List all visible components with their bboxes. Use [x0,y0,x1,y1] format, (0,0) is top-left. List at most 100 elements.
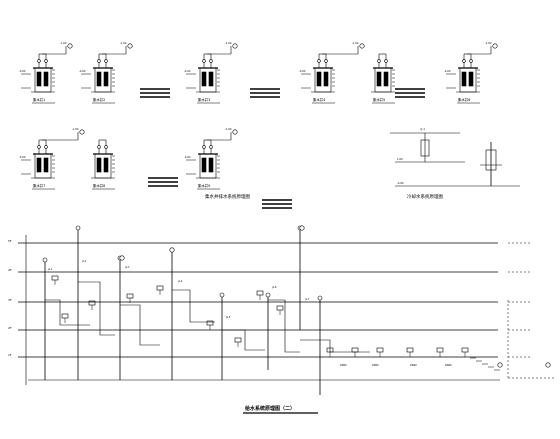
fixture-icon [51,275,59,281]
level-label: -4.60 [299,69,306,73]
riser-top-icon [265,292,271,298]
check-valve-icon [97,59,101,63]
pump-well-6-pump [36,157,42,173]
level-label: -4.60 [444,69,451,73]
check-valve-icon [104,145,108,149]
level-label: -4.60 [19,69,26,73]
level-label: -1.60 [352,41,359,45]
cleanout-icon [79,129,85,135]
well-label: 集水井4 [313,97,325,102]
level-label: -4.60 [19,155,26,159]
pipe-label: DN50 [372,364,379,367]
pump-well-5-pump [461,71,467,87]
pipe-label: JL-6 [271,286,277,289]
check-valve-icon [209,59,213,63]
check-valve-icon [384,59,388,63]
level-label: -1.60 [225,41,232,45]
branch-pipe-7 [300,339,370,353]
pump-well-3-pump [201,71,207,87]
sump-notes [140,88,425,209]
check-valve-icon [469,59,473,63]
branch-pipe-3 [120,304,160,346]
level-label: -4.60 [79,69,86,73]
level-label: 1.60 [397,157,403,161]
pipe-label: 冷-1 [420,127,425,131]
main-system-diagram: 5F4F3F2F1FJL-1JL-2JL-3JL-4JL-5JL-6JL-7DN… [8,225,555,395]
level-label: -4.60 [184,155,191,159]
well-label: 集水井5 [373,97,385,102]
check-valve-icon [37,145,41,149]
fixture-icon [234,337,242,343]
check-valve-icon [462,59,466,63]
pump-well-3-pump [208,71,214,87]
pump-well-1-pump [36,71,42,87]
pump-well-6-pump [96,157,102,173]
well-label: 集水井3 [198,97,210,102]
pump-well-2-pump [96,71,102,87]
pump-well-4-pump [383,71,389,87]
pump-well-6-pump [43,157,49,173]
floor-label: 3F [8,298,12,302]
fixture-icon [276,305,284,311]
branch-pipe-4 [172,289,215,323]
pipe-label: DN40 [445,364,452,367]
cooling-detail: 1.60-4.60冷-1 [390,127,520,187]
well-label: 集水井7 [33,183,45,188]
fixture-icon [461,347,469,353]
check-valve-icon [44,145,48,149]
pump-well-7-pump [208,157,214,173]
riser-top-icon [42,257,48,263]
pump-well-1-pump [43,71,49,87]
riser-top-icon [75,225,81,231]
check-valve-icon [104,59,108,63]
pipe-label: DN50 [340,364,347,367]
well-label: 集水井6 [458,97,470,102]
check-valve-icon [97,145,101,149]
branch-pipe-2 [78,281,115,336]
pump-well-7-pump [201,157,207,173]
well-label: 集水井9 [198,183,210,188]
well-label: 集水井8 [93,183,105,188]
fixture-icon [88,300,96,306]
pump-well-5-pump [468,71,474,87]
cleanout-icon [67,43,73,49]
fixture-icon [156,285,164,291]
cleanout-icon [359,43,365,49]
check-valve-icon [209,145,213,149]
check-valve-icon [324,59,328,63]
riser-top-icon [317,295,323,301]
check-valve-icon [317,59,321,63]
fixture-icon [206,320,214,326]
pipe-label: DN40 [410,364,417,367]
pump-well-4-pump [316,71,322,87]
title-cooling-system: 冷却水系统原理图 [407,193,443,200]
vent-cap-icon [299,225,305,231]
pipe-label: JL-5 [225,316,231,319]
level-label: -1.60 [225,127,232,131]
title-sump-system: 集水井排水系统原理图 [205,193,250,200]
branch-pipe-6 [268,299,300,353]
well-label: 集水井2 [93,97,105,102]
cooling-unit [420,139,430,157]
cleanout-icon [492,43,498,49]
floor-label: 5F [8,239,12,243]
check-valve-icon [37,59,41,63]
floor-label: 2F [8,326,12,330]
riser-top-icon [219,292,225,298]
vent-cap-icon [169,247,175,253]
vent-cap-icon [119,255,125,261]
pump-well-6-pump [103,157,109,173]
cleanout-icon [232,43,238,49]
pump-details: -4.60 -1.60 集水井1 -4.60 -1.60 集水井2 -4.60 -1.60 集水… [19,41,498,190]
fixture-icon [376,347,384,353]
level-label: -1.60 [60,41,67,45]
check-valve-icon [44,59,48,63]
well-label: 集水井1 [33,97,45,102]
cleanout-icon [232,129,238,135]
fixture-icon [351,347,359,353]
level-label: -1.60 [120,41,127,45]
cleanout-icon [127,43,133,49]
pipe-label: JL-3 [124,266,130,269]
